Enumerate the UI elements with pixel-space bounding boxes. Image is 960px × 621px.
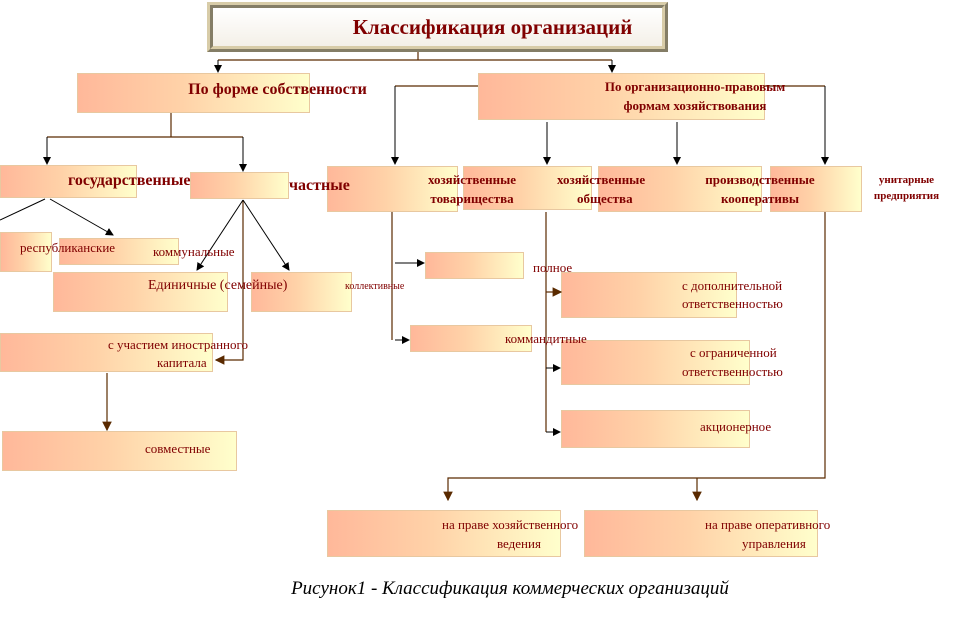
legal-form-label: По организационно-правовым <box>604 79 786 94</box>
private-label: частные <box>289 177 350 194</box>
ownership-box <box>77 73 310 113</box>
societies-label: общества <box>577 191 633 206</box>
operative-management-label: на праве оперативного <box>705 517 831 532</box>
communal-box <box>59 238 179 265</box>
foreign-capital-label: с участием иностранного <box>108 337 249 352</box>
operative-management-label: управления <box>742 536 806 551</box>
figure-caption: Рисунок1 - Классификация коммерческих ор… <box>291 578 729 599</box>
private-box <box>190 172 289 199</box>
full-partnership-box <box>425 252 524 279</box>
ownership-label: По форме собственности <box>188 81 367 98</box>
single-label: Единичные (семейные) <box>148 278 288 293</box>
collective-box <box>251 272 352 312</box>
republican-box <box>0 232 52 272</box>
coops-label: производственные <box>705 172 815 187</box>
limited-liability-label: с ограниченной <box>690 345 777 360</box>
societies-label: хозяйственные <box>557 172 646 187</box>
foreign-capital-box <box>0 333 213 372</box>
unitary-label: предприятия <box>873 190 940 202</box>
partnerships-box <box>327 166 458 212</box>
unitary-box <box>770 166 862 212</box>
coops-box <box>598 166 762 212</box>
additional-liability-label: ответственностью <box>682 296 783 311</box>
economic-management-box <box>327 510 561 557</box>
joint-stock-label: акционерное <box>700 419 772 434</box>
state-box <box>0 165 137 198</box>
title-box <box>207 2 668 52</box>
communal-label: коммунальные <box>153 244 235 259</box>
limited-partnership-label: коммандитные <box>505 331 587 346</box>
partnerships-label: товарищества <box>430 191 514 206</box>
joint-box <box>2 431 237 471</box>
economic-management-label: на праве хозяйственного <box>442 517 579 532</box>
single-box <box>53 272 228 312</box>
limited-liability-label: ответственностью <box>682 364 783 379</box>
legal-form-box <box>478 73 765 120</box>
diagram-title: Классификация организаций <box>352 15 633 39</box>
state-label: государственные <box>68 172 191 189</box>
economic-management-label: ведения <box>497 536 541 551</box>
joint-label: совместные <box>145 441 211 456</box>
legal-form-label: формам хозяйствования <box>623 98 767 113</box>
full-partnership-label: полное <box>533 260 573 275</box>
additional-liability-label: с дополнительной <box>682 278 783 293</box>
collective-label: коллективные <box>345 281 405 292</box>
partnerships-label: хозяйственные <box>427 172 517 187</box>
unitary-label: унитарные <box>878 174 935 186</box>
coops-label: кооперативы <box>720 191 800 206</box>
foreign-capital-label: капитала <box>157 355 207 370</box>
societies-box <box>463 166 592 210</box>
republican-label: республиканские <box>20 240 116 255</box>
operative-management-box <box>584 510 818 557</box>
